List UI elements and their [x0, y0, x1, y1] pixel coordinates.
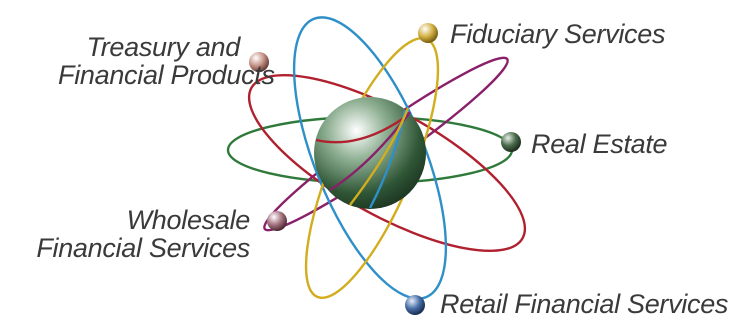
- label-wholesale-financial-services: Wholesale Financial Services: [12, 206, 250, 262]
- label-treasury-financial-products: Treasury and Financial Products: [58, 33, 240, 89]
- label-treasury-line1: Treasury and: [58, 33, 240, 61]
- satellite-wholesale: [267, 211, 287, 231]
- label-wholesale-line2: Financial Services: [12, 234, 250, 262]
- satellite-fiduciary: [418, 23, 438, 43]
- label-real-estate-text: Real Estate: [531, 129, 667, 159]
- satellite-real-estate: [501, 132, 521, 152]
- label-retail-financial-services: Retail Financial Services: [440, 290, 728, 318]
- satellite-retail: [405, 295, 425, 315]
- label-wholesale-line1: Wholesale: [12, 206, 250, 234]
- label-treasury-line2: Financial Products: [58, 61, 240, 89]
- label-fiduciary-services: Fiduciary Services: [450, 20, 665, 48]
- label-fiduciary-text: Fiduciary Services: [450, 19, 665, 49]
- label-retail-text: Retail Financial Services: [440, 289, 728, 319]
- label-real-estate: Real Estate: [531, 130, 667, 158]
